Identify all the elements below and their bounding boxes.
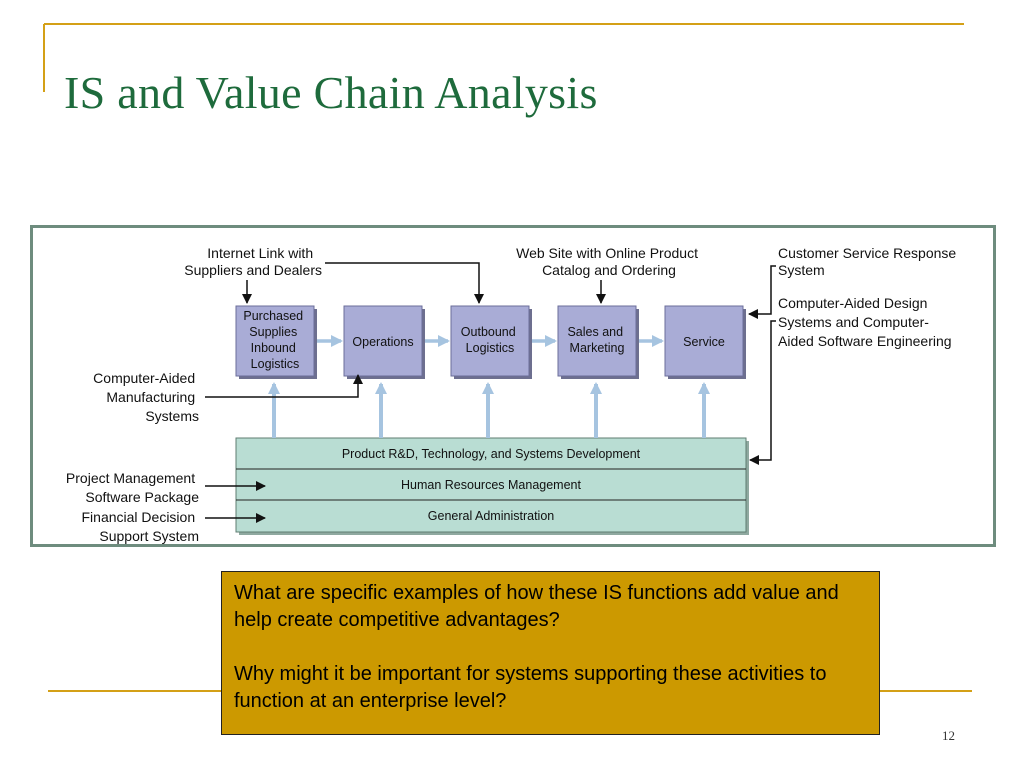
box-outbound-line-2: Logistics: [466, 341, 515, 355]
label-financial-decision: Financial Decision Support System: [82, 509, 200, 544]
support-to-primary-arrows: [268, 382, 710, 438]
box-inbound-line-2: Supplies: [249, 325, 297, 339]
box-outbound-line-1: Outbound: [461, 325, 516, 339]
box-service-label: Service: [683, 335, 725, 349]
label-web-site: Web Site with Online Product Catalog and…: [516, 245, 702, 278]
label-cad-case: Computer-Aided Design Systems and Comput…: [778, 295, 952, 349]
box-sales-line-1: Sales and: [567, 325, 623, 339]
box-operations-label: Operations: [352, 335, 413, 349]
label-internet-link: Internet Link with Suppliers and Dealers: [184, 245, 322, 278]
box-inbound-line-4: Logistics: [251, 357, 300, 371]
box-operations: Operations: [343, 305, 425, 379]
box-inbound-line-1: Purchased: [243, 309, 303, 323]
box-sales-marketing: Sales and Marketing: [557, 305, 639, 379]
system-labels: Internet Link with Suppliers and Dealers…: [66, 245, 960, 544]
support-bar-hr: Human Resources Management: [401, 478, 581, 492]
label-customer-service: Customer Service Response System: [778, 245, 960, 278]
discussion-questions-box: What are specific examples of how these …: [221, 571, 880, 735]
svg-text:Sales and Marketing: Sales and Marketing: [567, 325, 626, 355]
box-inbound-line-3: Inbound: [251, 341, 296, 355]
support-bar-rnd: Product R&D, Technology, and Systems Dev…: [342, 447, 641, 461]
svg-text:Outbound Logistics: Outbound Logistics: [461, 325, 519, 355]
primary-activities: Purchased Supplies Inbound Logistics Ope…: [235, 305, 746, 379]
label-cam: Computer-Aided Manufacturing Systems: [93, 370, 199, 424]
box-inbound-logistics: Purchased Supplies Inbound Logistics: [235, 305, 317, 379]
box-service: Service: [664, 305, 746, 379]
support-activities: Product R&D, Technology, and Systems Dev…: [235, 437, 749, 535]
box-outbound-logistics: Outbound Logistics: [450, 305, 532, 379]
svg-text:Purchased Supplies: Purchased Supplies Inbound Logistics: [243, 309, 306, 371]
connector-arrows: [205, 262, 776, 523]
value-chain-diagram: Product R&D, Technology, and Systems Dev…: [30, 225, 996, 547]
support-bar-admin: General Administration: [428, 509, 555, 523]
question-1: What are specific examples of how these …: [234, 582, 839, 631]
question-2: Why might it be important for systems su…: [234, 663, 827, 712]
slide-title: IS and Value Chain Analysis: [64, 67, 598, 118]
label-project-management: Project Management Software Package: [66, 470, 199, 505]
diagram-canvas: Product R&D, Technology, and Systems Dev…: [66, 245, 960, 544]
page-number: 12: [942, 728, 955, 743]
box-sales-line-2: Marketing: [570, 341, 625, 355]
